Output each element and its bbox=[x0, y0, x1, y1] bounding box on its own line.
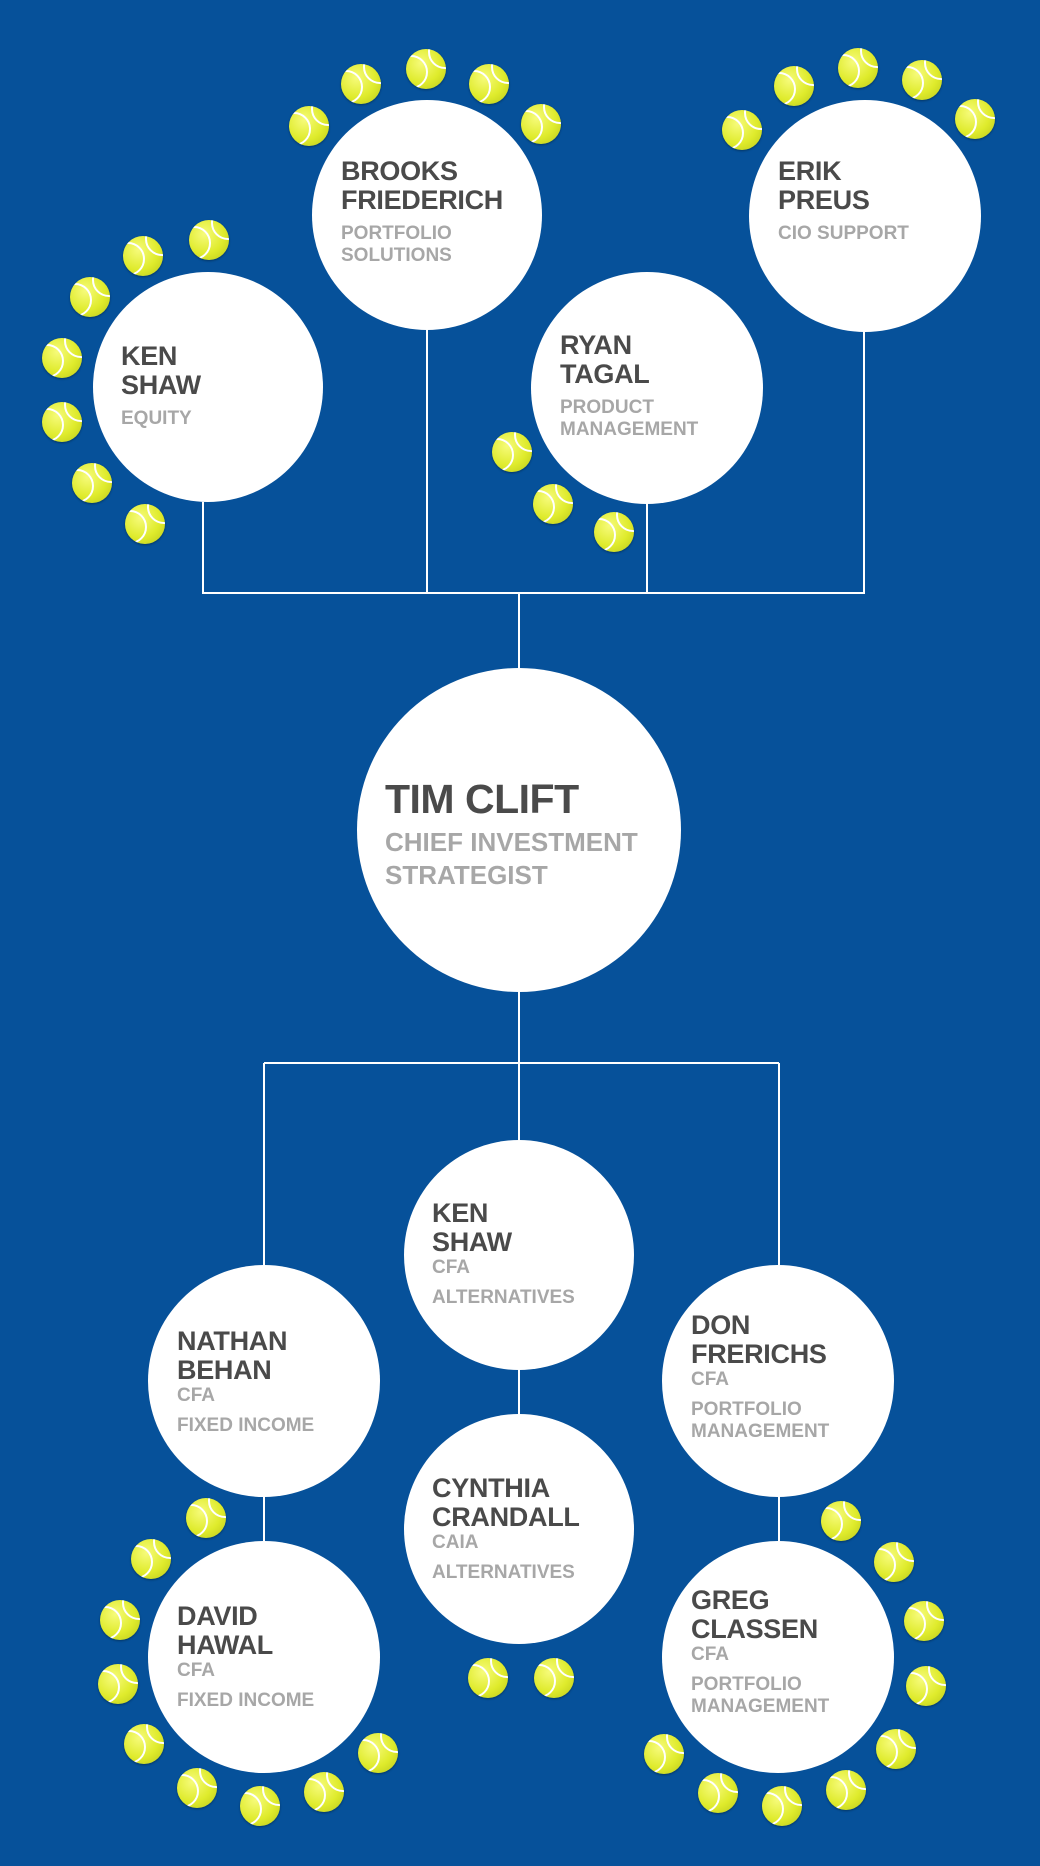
tennis-ball-icon bbox=[70, 277, 110, 317]
person-role: PRODUCT bbox=[560, 397, 654, 418]
person-name: HAWAL bbox=[177, 1630, 273, 1660]
tennis-ball-icon bbox=[521, 104, 561, 144]
person-role: MANAGEMENT bbox=[691, 1421, 830, 1442]
person-name: DON bbox=[691, 1310, 751, 1340]
person-name: KEN bbox=[432, 1198, 489, 1228]
tennis-ball-icon bbox=[698, 1773, 738, 1813]
tennis-ball-icon bbox=[534, 1658, 574, 1698]
tennis-ball-icon bbox=[906, 1666, 946, 1706]
tennis-ball-icon bbox=[902, 60, 942, 100]
tennis-ball-icon bbox=[123, 236, 163, 276]
person-role: PORTFOLIO bbox=[341, 223, 452, 244]
person-credential: CFA bbox=[691, 1369, 729, 1390]
person-credential: CFA bbox=[177, 1660, 215, 1681]
person-name: FRERICHS bbox=[691, 1339, 827, 1369]
tennis-ball-icon bbox=[72, 463, 112, 503]
center-name: TIM CLIFT bbox=[385, 776, 579, 822]
tennis-ball-icon bbox=[125, 504, 165, 544]
tennis-ball-icon bbox=[838, 48, 878, 88]
person-role: PORTFOLIO bbox=[691, 1399, 802, 1420]
node-david-hawal: DAVID HAWAL CFA FIXED INCOME bbox=[148, 1541, 380, 1773]
person-name: SHAW bbox=[432, 1227, 512, 1257]
node-ken-shaw-equity: KEN SHAW EQUITY bbox=[93, 272, 323, 502]
person-role: PORTFOLIO bbox=[691, 1674, 802, 1695]
person-role: MANAGEMENT bbox=[691, 1696, 830, 1717]
tennis-ball-icon bbox=[468, 1658, 508, 1698]
person-credential: CFA bbox=[177, 1385, 215, 1406]
tennis-ball-icon bbox=[492, 432, 532, 472]
tennis-ball-icon bbox=[98, 1664, 138, 1704]
tennis-ball-icon bbox=[821, 1501, 861, 1541]
tennis-ball-icon bbox=[876, 1729, 916, 1769]
tennis-ball-icon bbox=[406, 49, 446, 89]
person-role: MANAGEMENT bbox=[560, 419, 699, 440]
person-name: NATHAN bbox=[177, 1326, 288, 1356]
person-name: CYNTHIA bbox=[432, 1473, 550, 1503]
person-name: TAGAL bbox=[560, 359, 650, 389]
person-role: SOLUTIONS bbox=[341, 245, 452, 266]
tennis-ball-icon bbox=[874, 1542, 914, 1582]
node-don-frerichs: DON FRERICHS CFA PORTFOLIO MANAGEMENT bbox=[662, 1265, 894, 1497]
tennis-ball-icon bbox=[594, 512, 634, 552]
tennis-ball-icon bbox=[124, 1724, 164, 1764]
person-role: EQUITY bbox=[121, 408, 192, 429]
person-name: KEN bbox=[121, 341, 178, 371]
tennis-ball-icon bbox=[131, 1539, 171, 1579]
tennis-ball-icon bbox=[955, 99, 995, 139]
tennis-ball-icon bbox=[289, 106, 329, 146]
person-name: GREG bbox=[691, 1585, 770, 1615]
node-erik-preus: ERIK PREUS CIO SUPPORT bbox=[749, 100, 981, 332]
node-greg-classen: GREG CLASSEN CFA PORTFOLIO MANAGEMENT bbox=[662, 1541, 894, 1773]
person-name: BROOKS bbox=[341, 156, 458, 186]
tennis-ball-icon bbox=[240, 1786, 280, 1826]
person-name: RYAN bbox=[560, 330, 632, 360]
person-name: FRIEDERICH bbox=[341, 185, 504, 215]
center-role: STRATEGIST bbox=[385, 860, 548, 890]
tennis-ball-icon bbox=[469, 64, 509, 104]
person-role: FIXED INCOME bbox=[177, 1690, 315, 1711]
tennis-ball-icon bbox=[100, 1600, 140, 1640]
tennis-ball-icon bbox=[533, 484, 573, 524]
person-name: SHAW bbox=[121, 370, 201, 400]
node-brooks-friederich: BROOKS FRIEDERICH PORTFOLIO SOLUTIONS bbox=[312, 100, 542, 330]
person-name: CLASSEN bbox=[691, 1614, 818, 1644]
person-name: PREUS bbox=[778, 185, 870, 215]
person-role: ALTERNATIVES bbox=[432, 1287, 575, 1308]
tennis-ball-icon bbox=[341, 64, 381, 104]
person-credential: CAIA bbox=[432, 1532, 479, 1553]
tennis-ball-icon bbox=[904, 1601, 944, 1641]
node-ryan-tagal: RYAN TAGAL PRODUCT MANAGEMENT bbox=[531, 272, 763, 504]
node-cynthia-crandall: CYNTHIA CRANDALL CAIA ALTERNATIVES bbox=[404, 1414, 634, 1644]
tennis-ball-icon bbox=[762, 1786, 802, 1826]
tennis-ball-icon bbox=[722, 110, 762, 150]
center-role: CHIEF INVESTMENT bbox=[385, 827, 638, 857]
person-role: CIO SUPPORT bbox=[778, 223, 909, 244]
person-name: CRANDALL bbox=[432, 1502, 580, 1532]
tennis-ball-icon bbox=[42, 402, 82, 442]
tennis-ball-icon bbox=[42, 338, 82, 378]
person-name: DAVID bbox=[177, 1601, 258, 1631]
node-nathan-behan: NATHAN BEHAN CFA FIXED INCOME bbox=[148, 1265, 380, 1497]
person-name: BEHAN bbox=[177, 1355, 272, 1385]
tennis-ball-icon bbox=[304, 1772, 344, 1812]
person-name: ERIK bbox=[778, 156, 842, 186]
tennis-ball-icon bbox=[186, 1498, 226, 1538]
tennis-ball-icon bbox=[644, 1734, 684, 1774]
person-credential: CFA bbox=[691, 1644, 729, 1665]
person-role: FIXED INCOME bbox=[177, 1415, 315, 1436]
tennis-ball-icon bbox=[189, 220, 229, 260]
tennis-ball-icon bbox=[774, 66, 814, 106]
node-tim-clift: TIM CLIFT CHIEF INVESTMENT STRATEGIST bbox=[357, 668, 681, 992]
tennis-ball-icon bbox=[177, 1768, 217, 1808]
person-credential: CFA bbox=[432, 1257, 470, 1278]
tennis-ball-icon bbox=[826, 1770, 866, 1810]
person-role: ALTERNATIVES bbox=[432, 1562, 575, 1583]
node-ken-shaw-alternatives: KEN SHAW CFA ALTERNATIVES bbox=[404, 1140, 634, 1370]
tennis-ball-icon bbox=[358, 1733, 398, 1773]
